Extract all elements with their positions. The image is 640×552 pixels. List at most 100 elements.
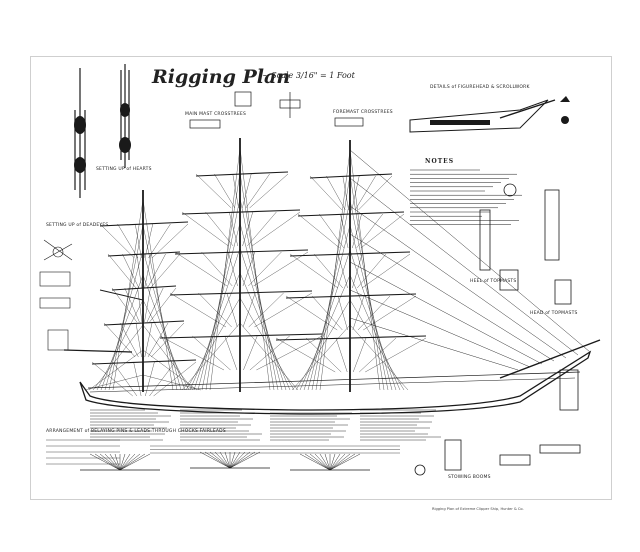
lead-line bbox=[114, 453, 121, 471]
shroud bbox=[100, 274, 144, 391]
head-stay bbox=[349, 261, 543, 365]
rigging-line bbox=[248, 292, 284, 328]
shroud bbox=[112, 199, 144, 391]
setting-up-deadeyes-label: SETTING UP of DEADEYES bbox=[46, 222, 108, 228]
shroud bbox=[299, 274, 351, 391]
lead-line bbox=[299, 453, 331, 471]
yard-1-5 bbox=[91, 359, 197, 365]
lead-line bbox=[209, 451, 231, 469]
shroud bbox=[349, 324, 409, 391]
lead-line bbox=[119, 453, 146, 471]
shroud bbox=[108, 224, 144, 391]
spar-dimension-table bbox=[90, 409, 441, 454]
rigging-line bbox=[147, 322, 169, 358]
yard-2-1 bbox=[195, 171, 289, 177]
rigging-line bbox=[137, 287, 143, 323]
rigging-line bbox=[174, 251, 228, 287]
lead-line bbox=[329, 453, 336, 471]
shroud bbox=[88, 349, 144, 391]
head-stay bbox=[349, 317, 519, 371]
rigging-line bbox=[159, 335, 225, 371]
rigging-line bbox=[146, 287, 164, 323]
rigging-line bbox=[242, 292, 256, 328]
crosstree-details: MAIN MAST CROSSTREES FOREMAST CROSSTREES bbox=[185, 91, 393, 129]
rigging-line bbox=[363, 295, 417, 331]
rigging-line bbox=[117, 223, 139, 259]
lead-line bbox=[119, 453, 136, 471]
rigging-line bbox=[214, 173, 236, 209]
yard-1-1 bbox=[99, 221, 189, 227]
shroud bbox=[142, 324, 194, 391]
rigging-line bbox=[313, 253, 343, 289]
drawing-sheet bbox=[30, 56, 612, 500]
lead-line bbox=[229, 451, 256, 469]
rigging-line bbox=[360, 213, 405, 249]
shroud bbox=[193, 247, 241, 391]
lead-line bbox=[119, 453, 126, 471]
rigging-line bbox=[297, 213, 340, 249]
topmast-details: HEEL of TOPMASTS HEAD of TOPMASTS bbox=[470, 183, 577, 316]
rigging-line bbox=[289, 253, 339, 289]
lead-line bbox=[229, 451, 236, 469]
shroud bbox=[349, 249, 397, 391]
rigging-line bbox=[275, 337, 336, 373]
rigging-line bbox=[242, 251, 255, 287]
ship-hull bbox=[79, 350, 592, 415]
rigging-line bbox=[119, 322, 139, 358]
shroud bbox=[303, 249, 351, 391]
shroud bbox=[239, 197, 279, 391]
yard-2-2 bbox=[181, 209, 301, 215]
rigging-line bbox=[249, 173, 289, 209]
rigging-line bbox=[229, 211, 239, 247]
lead-line bbox=[309, 453, 331, 471]
head-stay bbox=[349, 149, 591, 353]
rigging-line bbox=[226, 292, 238, 328]
rigging-line bbox=[358, 175, 393, 211]
shroud bbox=[315, 174, 351, 391]
shroud bbox=[142, 224, 178, 391]
yard-2-3 bbox=[174, 249, 309, 255]
rigging-line bbox=[253, 251, 309, 287]
rigging-line bbox=[224, 335, 238, 371]
shroud bbox=[239, 322, 299, 391]
rigging-line bbox=[205, 211, 234, 247]
shroud bbox=[307, 224, 351, 391]
rigging-line bbox=[326, 175, 346, 211]
lead-line bbox=[329, 453, 361, 471]
shroud bbox=[291, 324, 351, 391]
shroud bbox=[239, 172, 275, 391]
yard-3-1 bbox=[309, 173, 393, 179]
shroud bbox=[142, 249, 182, 391]
shroud bbox=[142, 374, 202, 391]
lead-line bbox=[229, 451, 251, 469]
lead-line bbox=[229, 451, 241, 469]
shroud bbox=[295, 299, 351, 391]
shroud bbox=[349, 224, 393, 391]
rigging-line bbox=[248, 251, 282, 287]
rigging-line bbox=[112, 361, 138, 397]
lead-line bbox=[104, 453, 121, 471]
shroud bbox=[181, 322, 241, 391]
head-stay bbox=[349, 205, 567, 359]
shroud bbox=[311, 199, 351, 391]
head-stay bbox=[349, 289, 531, 368]
yard-3-2 bbox=[297, 211, 405, 217]
shroud bbox=[142, 199, 174, 391]
rigging-line bbox=[352, 295, 365, 331]
setting-up-hearts-label: SETTING UP of HEARTS bbox=[96, 166, 152, 172]
rigging-line bbox=[103, 322, 136, 358]
rigging-line bbox=[356, 213, 383, 249]
rigging-line bbox=[99, 223, 135, 259]
block-details: SETTING UP of HEARTS SETTING UP of DEADE… bbox=[39, 64, 152, 351]
lead-line bbox=[324, 453, 331, 471]
rigging-line bbox=[365, 337, 427, 373]
rigging-line bbox=[181, 211, 229, 247]
lead-line bbox=[219, 451, 231, 469]
rigging-line bbox=[149, 287, 177, 323]
lead-line bbox=[329, 453, 346, 471]
shroud bbox=[142, 299, 190, 391]
yard-3-5 bbox=[275, 335, 427, 341]
lead-line bbox=[304, 453, 331, 471]
shroud bbox=[189, 272, 241, 391]
notes-block: NOTES bbox=[410, 158, 522, 225]
